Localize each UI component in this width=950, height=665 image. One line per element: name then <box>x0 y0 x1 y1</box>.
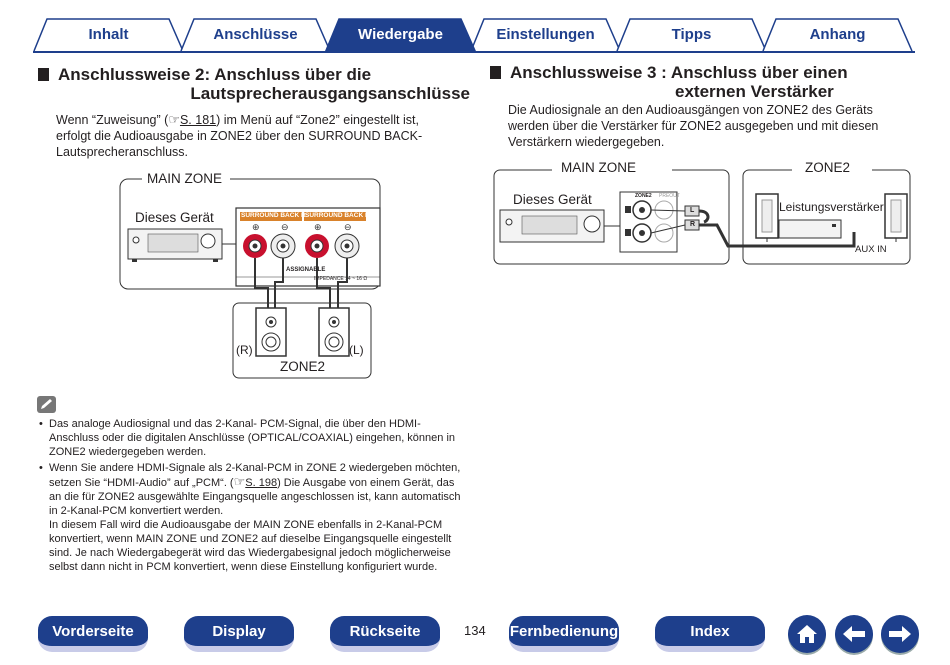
page-number: 134 <box>464 623 486 638</box>
section-title-left: Anschlussweise 2: Anschluss über die Lau… <box>38 65 470 103</box>
left-intro: Wenn “Zuweisung” (☞S. 181) im Menü auf “… <box>56 112 423 159</box>
tab-bar: Inhalt Anschlüsse Einstellungen Tipps An… <box>33 18 915 53</box>
plug-r-label: R <box>690 221 696 228</box>
speaker-r-label: (R) <box>236 343 253 357</box>
fernbedienung-button[interactable]: Fernbedienung <box>509 616 619 652</box>
home-icon <box>797 625 817 643</box>
back-button[interactable] <box>835 615 873 653</box>
left-zone2-label: ZONE2 <box>280 359 326 374</box>
zone2-amplifier-diagram <box>493 160 911 265</box>
zone2-speaker-diagram: ⊕ ⊖ ⊕ ⊖ <box>119 170 381 379</box>
tab-anschluesse[interactable]: Anschlüsse <box>180 18 331 51</box>
square-bullet-icon <box>38 68 49 81</box>
impedance-label: IMPEDANCE : 4 ~ 16 Ω <box>314 276 368 282</box>
speaker-l-label: (L) <box>349 343 364 357</box>
aux-in-label: AUX IN <box>855 244 887 255</box>
preout-small-label: PREOUT <box>659 193 680 199</box>
left-device-label: Dieses Gerät <box>135 210 214 225</box>
right-main-zone-label: MAIN ZONE <box>561 160 637 175</box>
notes-list: Das analoge Audiosignal und das 2-Kanal-… <box>39 417 464 576</box>
tab-underline <box>33 51 915 53</box>
sb-r-label: SURROUND BACK R <box>241 212 306 219</box>
list-item: Das analoge Audiosignal und das 2-Kanal-… <box>39 417 464 459</box>
square-bullet-icon <box>490 66 501 79</box>
zone2-small-label: ZONE2 <box>635 193 652 199</box>
display-button[interactable]: Display <box>184 616 294 652</box>
page-link-198[interactable]: S. 198 <box>245 477 278 489</box>
right-zone2-label: ZONE2 <box>805 160 851 175</box>
arrow-left-icon <box>843 626 865 642</box>
pencil-icon <box>37 396 56 413</box>
tab-tipps[interactable]: Tipps <box>616 18 767 51</box>
tab-inhalt[interactable]: Inhalt <box>33 18 184 51</box>
sb-l-label: SURROUND BACK L <box>305 212 369 219</box>
tab-aufnahme[interactable]: Einstellungen <box>470 18 621 51</box>
svg-text:⊕: ⊕ <box>314 222 322 232</box>
svg-text:⊕: ⊕ <box>252 222 260 232</box>
right-intro: Die Audiosignale an den Audioausgängen v… <box>508 103 879 149</box>
vorderseite-button[interactable]: Vorderseite <box>38 616 148 652</box>
assignable-label: ASSIGNABLE <box>286 267 326 273</box>
section-title-right: Anschlussweise 3 : Anschluss über einen … <box>490 63 875 101</box>
home-button[interactable] <box>788 615 826 653</box>
hand-pointer-icon: ☞ <box>168 112 180 127</box>
page-link-181[interactable]: S. 181 <box>179 113 217 127</box>
svg-text:⊖: ⊖ <box>281 222 289 232</box>
rueckseite-button[interactable]: Rückseite <box>330 616 440 652</box>
hand-pointer-icon: ☞ <box>233 474 246 489</box>
plug-l-label: L <box>690 207 695 214</box>
index-button[interactable]: Index <box>655 616 765 652</box>
arrow-right-icon <box>889 626 911 642</box>
tab-anhang[interactable]: Anhang <box>762 18 913 51</box>
list-item: Wenn Sie andere HDMI-Signale als 2-Kanal… <box>39 461 464 574</box>
tab-wiedergabe[interactable]: Wiedergabe <box>325 18 476 53</box>
amplifier-label: Leistungsverstärker <box>779 200 884 214</box>
left-main-zone-label: MAIN ZONE <box>147 171 223 186</box>
forward-button[interactable] <box>881 615 919 653</box>
right-device-label: Dieses Gerät <box>513 192 592 207</box>
svg-text:⊖: ⊖ <box>344 222 352 232</box>
